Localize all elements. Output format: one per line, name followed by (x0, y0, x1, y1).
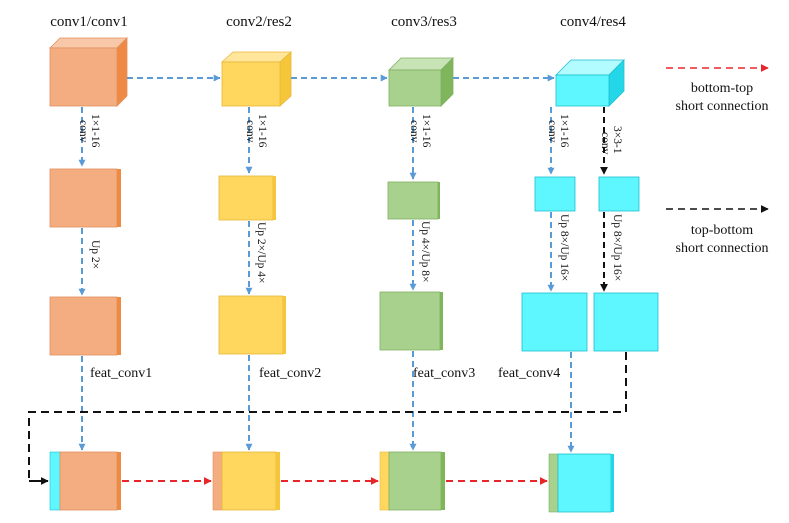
top-bottom-connection-path (28, 352, 627, 481)
block-fused-3 (379, 451, 445, 511)
block-conv2-side (218, 175, 276, 221)
block-conv4-backbone (555, 59, 625, 107)
block-feat-conv4-a (521, 292, 588, 352)
up-label-c1: Up 2× (89, 240, 101, 269)
block-fused-4 (548, 453, 614, 513)
block-fused-1 (49, 451, 121, 511)
conv-label-c3: 1×1-16 conv (408, 114, 432, 150)
up-label-c4b: Up 8×/Up 16× (611, 214, 623, 281)
conv-label-c2: 1×1-16 conv (244, 114, 268, 150)
feat-label-conv3: feat_conv3 (413, 366, 475, 381)
header-conv2: conv2/res2 (226, 14, 292, 30)
block-conv1-side (49, 168, 121, 228)
up-label-c4a: Up 8×/Up 16× (558, 214, 570, 281)
block-feat-conv2 (218, 295, 286, 355)
block-conv4-side-a (534, 176, 576, 212)
up-label-c3: Up 4×/Up 8× (419, 221, 431, 283)
block-fused-2 (212, 451, 280, 511)
block-conv2-backbone (220, 51, 293, 107)
conv-label-c4b: 3×3-1 conv (599, 126, 623, 156)
feat-label-conv1: feat_conv1 (90, 366, 152, 381)
block-conv3-backbone (388, 57, 454, 107)
block-feat-conv3 (379, 291, 443, 351)
conv-label-c1: 1×1-16 conv (77, 114, 101, 150)
block-conv3-side (387, 181, 440, 220)
feat-label-conv4: feat_conv4 (498, 366, 560, 381)
header-conv3: conv3/res3 (391, 14, 457, 30)
legend-bottom-top-line1: bottom-top (691, 81, 753, 96)
block-feat-conv4-b (593, 292, 659, 352)
block-conv1-backbone (49, 37, 128, 107)
header-conv4: conv4/res4 (560, 14, 626, 30)
feat-label-conv2: feat_conv2 (259, 366, 321, 381)
legend-bottom-top-line2: short connection (676, 99, 769, 114)
conv-label-c4a: 1×1-16 conv (546, 114, 570, 150)
header-conv1: conv1/conv1 (50, 14, 127, 30)
up-label-c2: Up 2×/Up 4× (255, 222, 267, 284)
legend-top-bottom-line2: short connection (676, 241, 769, 256)
block-feat-conv1 (49, 296, 121, 356)
legend-top-bottom-line1: top-bottom (691, 223, 753, 238)
block-conv4-side-b (598, 176, 640, 212)
